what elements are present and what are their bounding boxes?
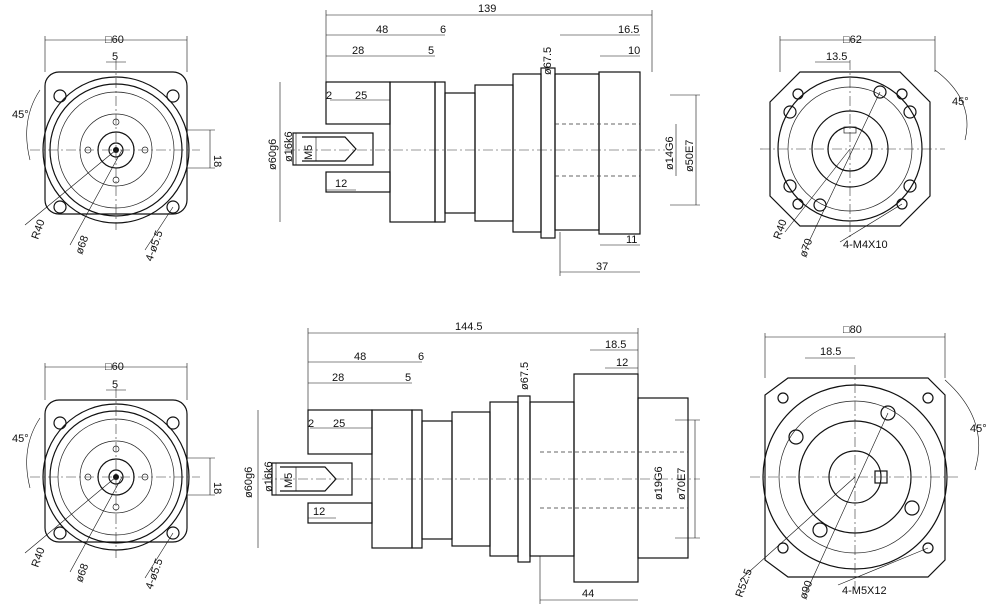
bottom-side-2-label: 2 bbox=[308, 418, 314, 430]
top-out-square-label: □62 bbox=[843, 34, 862, 46]
top-side-11-label: 11 bbox=[626, 234, 637, 246]
top-in-offset-label: 5 bbox=[112, 51, 118, 63]
bottom-side-48-label: 48 bbox=[354, 351, 366, 363]
bottom-side-5-label: 5 bbox=[405, 372, 411, 384]
top-side-view: 139 48 6 28 5 ø67.5 16.5 10 2 25 ø60g6 ø… bbox=[267, 3, 700, 276]
top-side-28-label: 28 bbox=[352, 45, 364, 57]
bottom-out-square-label: □80 bbox=[843, 324, 862, 336]
bottom-side-28-label: 28 bbox=[332, 372, 344, 384]
top-in-pitch-label: ø68 bbox=[74, 234, 92, 256]
bottom-side-44-label: 44 bbox=[582, 588, 594, 600]
top-side-25-label: 25 bbox=[355, 90, 367, 102]
top-out-pitch-label: ø70 bbox=[798, 237, 816, 259]
top-in-height-label: 18 bbox=[211, 155, 223, 167]
top-in-angle-label: 45° bbox=[12, 109, 29, 121]
bottom-out-angle-label: 45° bbox=[970, 423, 987, 435]
bottom-in-square-label: □60 bbox=[105, 361, 124, 373]
bottom-side-6-label: 6 bbox=[418, 351, 424, 363]
top-side-50e7-label: ø50E7 bbox=[684, 140, 696, 172]
bottom-side-16k6-label: ø16k6 bbox=[263, 461, 275, 492]
top-in-holes-label: 4-ø5.5 bbox=[144, 229, 166, 263]
bottom-in-radius-label: R40 bbox=[30, 546, 48, 569]
top-in-radius-label: R40 bbox=[30, 218, 48, 241]
bottom-out-radius-label: R52.5 bbox=[734, 567, 755, 599]
top-side-60g6-label: ø60g6 bbox=[267, 139, 279, 170]
bottom-in-holes-label: 4-ø5.5 bbox=[144, 557, 166, 591]
top-side-16-5-label: 16.5 bbox=[618, 24, 639, 36]
top-side-12-label: 12 bbox=[335, 178, 347, 190]
top-in-square-label: □60 bbox=[105, 34, 124, 46]
bottom-in-angle-label: 45° bbox=[12, 433, 29, 445]
top-side-5-label: 5 bbox=[428, 45, 434, 57]
bottom-in-pitch-label: ø68 bbox=[74, 562, 92, 584]
bottom-side-18-5-label: 18.5 bbox=[605, 339, 626, 351]
bottom-side-12-top-label: 12 bbox=[616, 357, 628, 369]
top-out-offset-label: 13.5 bbox=[826, 51, 847, 63]
bottom-side-25-label: 25 bbox=[333, 418, 345, 430]
top-side-14g6-label: ø14G6 bbox=[664, 136, 676, 170]
bottom-side-m5-label: M5 bbox=[283, 473, 295, 488]
bottom-out-offset-label: 18.5 bbox=[820, 346, 841, 358]
bottom-side-12-label: 12 bbox=[313, 506, 325, 518]
bottom-side-view: 144.5 48 6 28 5 ø67.5 18.5 12 2 25 ø60g6… bbox=[243, 321, 700, 604]
bottom-input-flange-view: □60 5 45° 18 R40 ø68 4-ø5.5 bbox=[12, 361, 223, 591]
top-side-48-label: 48 bbox=[376, 24, 388, 36]
bottom-side-overall-label: 144.5 bbox=[455, 321, 483, 333]
bottom-side-70e7-label: ø70E7 bbox=[676, 468, 688, 500]
top-out-holes-label: 4-M4X10 bbox=[843, 239, 888, 251]
top-side-m5-label: M5 bbox=[303, 145, 315, 160]
top-side-2-label: 2 bbox=[326, 90, 332, 102]
bottom-in-height-label: 18 bbox=[211, 482, 223, 494]
bottom-out-holes-label: 4-M5X12 bbox=[842, 585, 887, 597]
top-side-10-label: 10 bbox=[628, 45, 640, 57]
top-input-flange-view: □60 5 45° 18 R40 ø68 4-ø5.5 bbox=[12, 34, 223, 263]
top-side-37-label: 37 bbox=[596, 261, 608, 273]
top-side-67-label: ø67.5 bbox=[542, 47, 554, 75]
bottom-side-60g6-label: ø60g6 bbox=[243, 467, 255, 498]
top-output-flange-view: □62 13.5 45° R40 ø70 4-M4X10 bbox=[760, 34, 969, 259]
bottom-out-pitch-label: ø90 bbox=[798, 579, 816, 601]
top-out-radius-label: R40 bbox=[772, 218, 790, 241]
bottom-output-flange-view: □80 18.5 45° R52.5 ø90 4-M5X12 bbox=[734, 324, 987, 601]
bottom-in-offset-label: 5 bbox=[112, 379, 118, 391]
top-out-angle-label: 45° bbox=[952, 96, 969, 108]
top-side-overall-label: 139 bbox=[478, 3, 496, 15]
top-side-16k6-label: ø16k6 bbox=[283, 131, 295, 162]
bottom-side-67-label: ø67.5 bbox=[519, 362, 531, 390]
bottom-side-19g6-label: ø19G6 bbox=[653, 466, 665, 500]
top-side-6-label: 6 bbox=[440, 24, 446, 36]
